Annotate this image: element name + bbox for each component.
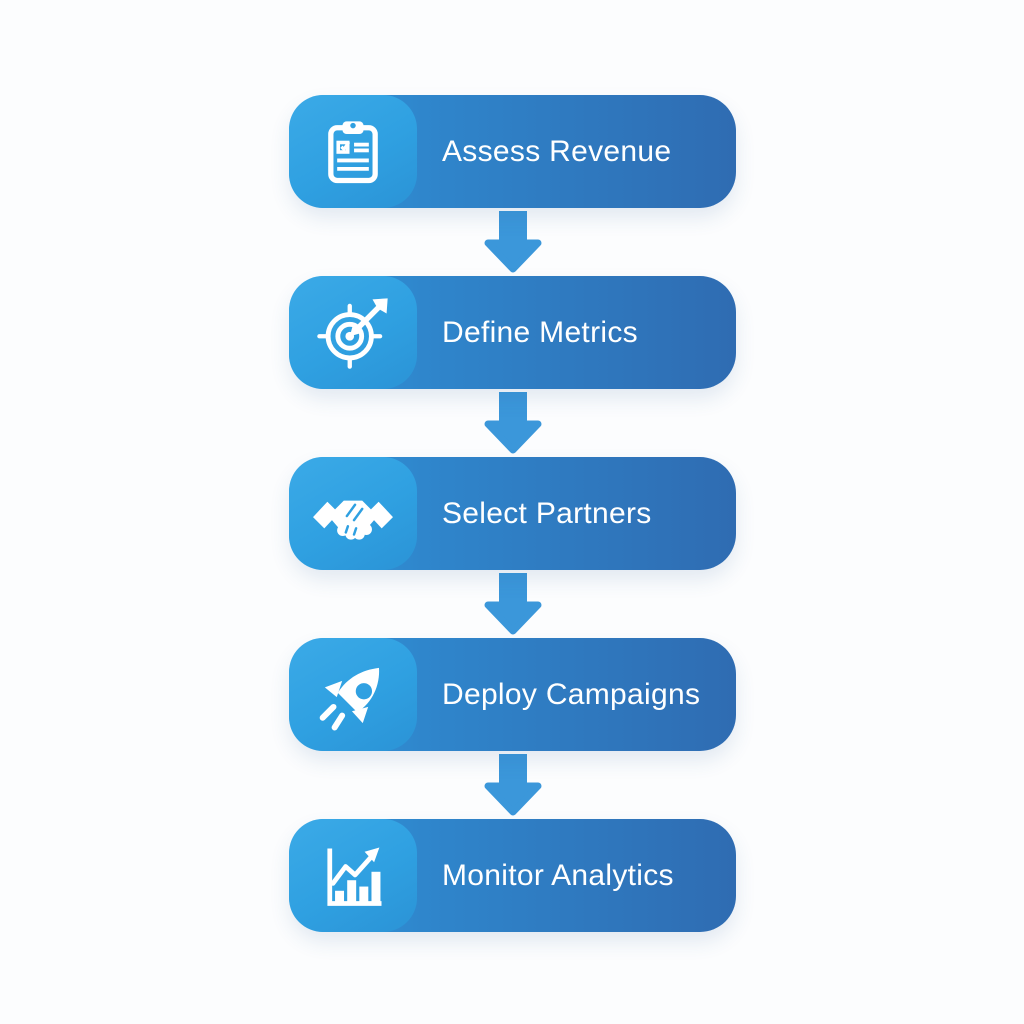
step-label: Monitor Analytics (442, 858, 674, 892)
arrow-down-icon (484, 754, 542, 816)
rocket-icon (314, 656, 392, 734)
vertical-flowchart: Assess Revenue (289, 95, 736, 932)
step-card-define-metrics: Define Metrics (289, 276, 736, 389)
step-card-monitor-analytics: Monitor Analytics (289, 819, 736, 932)
step-label: Assess Revenue (442, 134, 672, 168)
step-card-assess-revenue: Assess Revenue (289, 95, 736, 208)
bar-chart-trend-icon (315, 838, 391, 914)
clipboard-checklist-icon (315, 114, 391, 190)
step-label: Select Partners (442, 496, 652, 530)
icon-tile (289, 95, 417, 208)
step-label: Define Metrics (442, 315, 638, 349)
step-card-deploy-campaigns: Deploy Campaigns (289, 638, 736, 751)
icon-tile (289, 457, 417, 570)
arrow-down-icon (484, 211, 542, 273)
icon-tile (289, 819, 417, 932)
handshake-icon (312, 484, 394, 544)
arrow-down-icon (484, 392, 542, 454)
icon-tile (289, 638, 417, 751)
icon-tile (289, 276, 417, 389)
target-arrow-icon (314, 294, 392, 372)
step-card-select-partners: Select Partners (289, 457, 736, 570)
arrow-down-icon (484, 573, 542, 635)
step-label: Deploy Campaigns (442, 677, 701, 711)
